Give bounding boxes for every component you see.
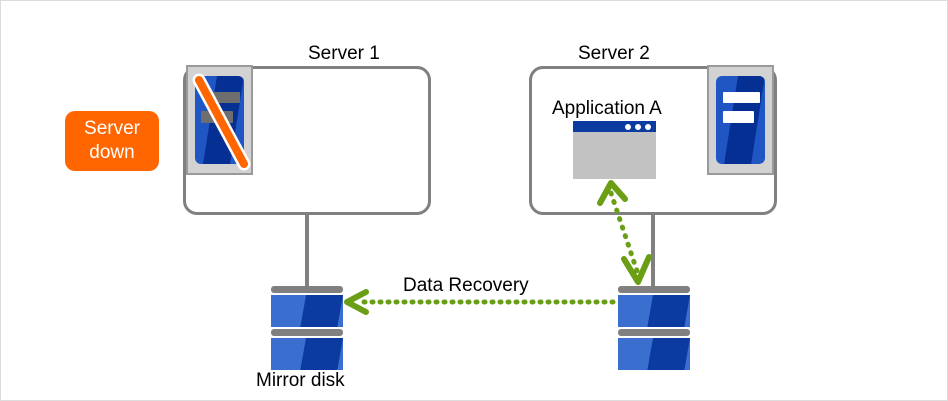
disk-bar-middle <box>271 329 343 336</box>
server1-title: Server 1 <box>308 43 380 64</box>
disk-platter-top <box>271 295 343 327</box>
dotted-arrow-double-vertical-icon <box>597 180 652 285</box>
disk-stack-icon-right <box>618 286 690 370</box>
mirror-disk-label: Mirror disk <box>256 370 345 391</box>
dotted-arrow-left-icon <box>344 289 616 315</box>
server-tower-crossed-out-icon <box>186 65 253 175</box>
status-badge-line2: down <box>89 142 135 163</box>
disk-stack-icon-left <box>271 286 343 370</box>
server2-title: Server 2 <box>578 43 650 64</box>
application-label: Application A <box>552 98 662 119</box>
window-dot-2 <box>635 123 641 130</box>
data-recovery-label: Data Recovery <box>403 275 529 296</box>
window-dot-1 <box>625 123 631 130</box>
status-badge-server-down: Server down <box>65 111 159 171</box>
window-dot-3 <box>645 123 651 130</box>
disk-platter-top <box>618 295 690 327</box>
disk-platter-bottom <box>271 338 343 370</box>
disk-bar-middle <box>618 329 690 336</box>
slash-overlay-icon <box>192 73 251 171</box>
disk-platter-bottom <box>618 338 690 370</box>
server1-disk-connector <box>305 214 309 286</box>
server-tower-icon <box>707 65 774 175</box>
application-window-titlebar <box>573 121 656 132</box>
application-window-icon <box>573 121 656 179</box>
server2-disk-connector <box>651 214 655 286</box>
disk-bar-top <box>271 286 343 293</box>
disk-bar-top <box>618 286 690 293</box>
status-badge-line1: Server <box>84 118 140 140</box>
